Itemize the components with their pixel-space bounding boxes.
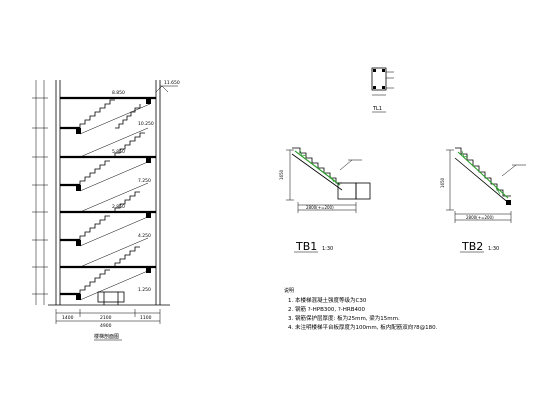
tl1-beam-detail: [371, 67, 394, 96]
tb1-detail: [286, 147, 371, 213]
tb2-detail: [446, 147, 526, 223]
tb2-height: 1650: [440, 177, 445, 188]
tb2-scale: 1:30: [488, 246, 499, 252]
level-2: 2.850: [112, 204, 125, 210]
tb2-name: TB2: [461, 240, 483, 253]
note-1: 1. 本楼梯混凝土强度等级为C30: [288, 296, 367, 304]
level-3: 5.850: [112, 149, 125, 155]
note-3: 3. 钢筋保护层厚度: 板为25mm, 梁为15mm.: [288, 314, 400, 322]
note-4: 4. 未注明楼梯平台板厚度为100mm, 板内配筋双向?8@180.: [288, 323, 438, 331]
tb1-height: 1650: [279, 169, 284, 180]
stair-section-view: [32, 80, 178, 324]
level-mid4: 10.250: [138, 121, 154, 127]
section-caption: 楼梯剖面图: [94, 333, 119, 340]
level-mid3: 7.250: [138, 178, 151, 184]
span-2: 2100: [100, 315, 112, 321]
span-3: 1100: [140, 315, 152, 321]
note-2: 2. 钢筋 ?-HPB300, ?-HRB400: [288, 305, 366, 313]
tb1-scale: 1:30: [322, 246, 333, 252]
span-1: 1400: [62, 315, 74, 321]
notes-title: 说明: [284, 287, 294, 294]
span-total: 4900: [100, 323, 112, 329]
tb1-total: 2800(+=200): [306, 205, 334, 210]
level-mid2: 4.250: [138, 233, 151, 239]
beam-label: TL1: [372, 106, 382, 112]
tb2-total: 2800(+=200): [466, 215, 494, 220]
tb1-name: TB1: [295, 240, 317, 253]
level-mid1: 1.250: [138, 287, 151, 293]
level-top: 11.650: [164, 80, 180, 86]
level-4: 8.850: [112, 90, 125, 96]
